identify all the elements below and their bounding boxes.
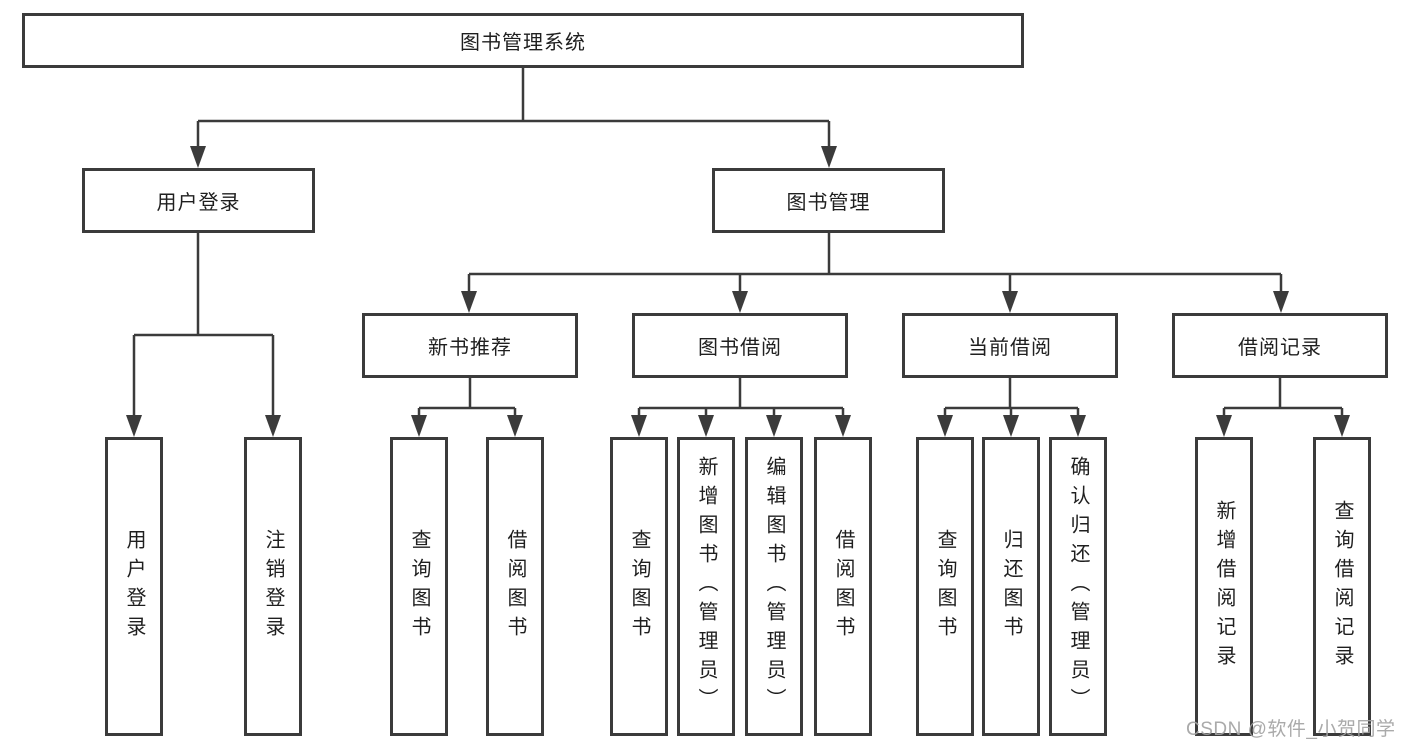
csdn-watermark: CSDN @软件_小贺同学 — [1186, 719, 1396, 740]
node-new-book-recommend: 新书推荐 — [362, 313, 578, 378]
node-book-management: 图书管理 — [712, 168, 945, 233]
node-book-borrow: 图书借阅 — [632, 313, 848, 378]
leaf-query-book-recommend: 查询图书 — [390, 437, 448, 736]
arrowhead-icon — [835, 415, 851, 437]
leaf-add-book-admin: 新增图书（管理员） — [677, 437, 735, 736]
arrowhead-icon — [507, 415, 523, 437]
node-borrow-record: 借阅记录 — [1172, 313, 1388, 378]
arrowhead-icon — [732, 291, 748, 313]
arrowhead-icon — [937, 415, 953, 437]
arrowhead-icon — [126, 415, 142, 437]
arrowhead-icon — [1216, 415, 1232, 437]
leaf-add-borrow-record: 新增借阅记录 — [1195, 437, 1253, 736]
arrowhead-icon — [1070, 415, 1086, 437]
tree-edges — [132, 68, 1344, 421]
arrowhead-icon — [766, 415, 782, 437]
leaf-query-borrow-record: 查询借阅记录 — [1313, 437, 1371, 736]
arrowhead-icon — [1002, 291, 1018, 313]
arrowhead-icon — [411, 415, 427, 437]
leaf-user-login: 用户登录 — [105, 437, 163, 736]
leaf-borrow-book-recommend: 借阅图书 — [486, 437, 544, 736]
node-user-login: 用户登录 — [82, 168, 315, 233]
node-system-root: 图书管理系统 — [22, 13, 1024, 68]
arrowhead-icon — [821, 146, 837, 168]
leaf-edit-book-admin: 编辑图书（管理员） — [745, 437, 803, 736]
leaf-logout: 注销登录 — [244, 437, 302, 736]
arrowhead-icon — [631, 415, 647, 437]
arrowhead-icon — [1334, 415, 1350, 437]
arrowheads — [126, 146, 1350, 437]
leaf-query-book-current: 查询图书 — [916, 437, 974, 736]
arrowhead-icon — [265, 415, 281, 437]
leaf-return-book: 归还图书 — [982, 437, 1040, 736]
arrowhead-icon — [1273, 291, 1289, 313]
arrowhead-icon — [698, 415, 714, 437]
leaf-borrow-book: 借阅图书 — [814, 437, 872, 736]
leaf-confirm-return-admin: 确认归还（管理员） — [1049, 437, 1107, 736]
leaf-query-book-borrow: 查询图书 — [610, 437, 668, 736]
arrowhead-icon — [1003, 415, 1019, 437]
node-current-borrow: 当前借阅 — [902, 313, 1118, 378]
arrowhead-icon — [190, 146, 206, 168]
arrowhead-icon — [461, 291, 477, 313]
